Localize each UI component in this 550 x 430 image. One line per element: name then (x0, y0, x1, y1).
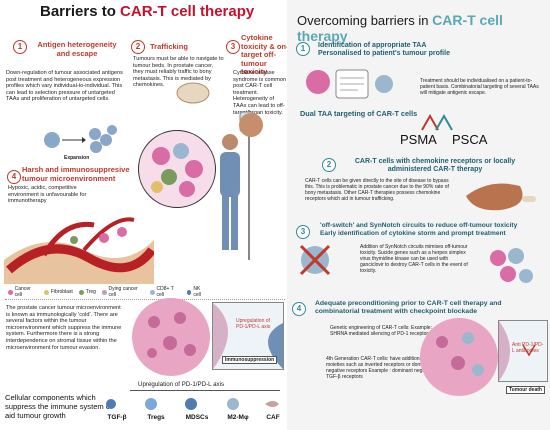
upregulation-caption: Upregulation of PD-1/PD-L axis (138, 381, 225, 388)
blocked-cell-icon (299, 244, 331, 276)
legend-item: CD8+ T cell (149, 286, 181, 298)
cell-label-caf: CAF (266, 414, 280, 421)
right-note-taa: Treatment should be individualised on a … (420, 78, 539, 96)
organ-icon (236, 110, 266, 140)
section-heading-toxicity: Cytokine toxicity & on-target off-tumour… (241, 33, 289, 76)
pd1-inset-label: Upregulation of PD-1/PD-L axis (236, 318, 271, 330)
fourth-gen-text: 4th Generation CAR-T cells: have additio… (326, 356, 434, 380)
pd1-receptor-icon (213, 303, 283, 369)
genetic-engineering-text: Genetic engineering of CAR-T cells: Exam… (330, 325, 432, 337)
right-heading-chemokine: CAR-T cells with chemokine receptors or … (354, 158, 516, 173)
right-body-chemokine: CAR-T cells can be given directly to the… (305, 178, 449, 202)
left-title: Barriers to CAR-T cell therapy (40, 3, 255, 20)
upregulation-bracket (130, 390, 280, 391)
blocked-cell-art (295, 240, 335, 286)
section-heading-antigen: Antigen heterogeneity and escape (37, 40, 117, 58)
section-body-antigen: Down-regulation of tumour associated ant… (6, 70, 123, 103)
expansion-cells-icon (44, 125, 117, 153)
section-body-microenvironment: Hypoxic, acidic, competitive environment… (8, 185, 87, 205)
taa-illustration (300, 60, 400, 110)
right-heading-taa: Identification of appropriate TAA Person… (318, 42, 450, 57)
right-number-1: 1 (296, 42, 310, 56)
right-number-3: 3 (296, 225, 310, 239)
section-number-2: 2 (131, 40, 145, 54)
cell-label-mdscs: MDSCs (185, 414, 209, 421)
car-receptor-icon (421, 113, 453, 131)
organ-art (460, 176, 540, 220)
right-number-2: 2 (322, 158, 336, 172)
section-number-4: 4 (7, 170, 21, 184)
tumour-zoom-circle (138, 130, 216, 208)
bone-metastasis-icon (176, 82, 210, 104)
cell-label-m2: M2-Mφ (227, 414, 249, 421)
blood-vessel-icon (4, 217, 156, 284)
treated-tumour-icon (436, 332, 484, 376)
antibody-icon (499, 321, 536, 381)
psma-label: PSMA (400, 132, 437, 147)
tumour-cells-icon (151, 143, 203, 197)
bone-icon (173, 78, 213, 108)
right-number-4: 4 (292, 302, 306, 316)
cold-tme-text: The prostate cancer tumour microenvironm… (6, 305, 122, 351)
taa-cells-icon (306, 69, 393, 99)
blood-vessel-illustration (4, 210, 156, 284)
legend-item: NK cell (186, 286, 208, 298)
right-heading-offswitch: 'off-switch' and SynNotch circuits to re… (320, 222, 518, 237)
section-heading-microenvironment: Harsh and immunosuppresive tumour microe… (22, 165, 130, 183)
cold-tumour-icon (147, 312, 196, 358)
cellular-components-text: Cellular components which suppress the i… (5, 393, 113, 420)
tumour-death-label: Tumour death (506, 386, 545, 394)
cold-tumour-blob (132, 298, 210, 376)
immunosuppression-label: Immunosuppression (222, 356, 278, 364)
section-number-3: 3 (226, 40, 240, 54)
car-receptor-art (420, 112, 454, 132)
expansion-illustration (40, 122, 120, 162)
dual-taa-label: Dual TAA targeting of CAR-T cells (300, 109, 418, 118)
section-number-1: 1 (13, 40, 27, 54)
legend-item: Cancer cell (8, 286, 38, 298)
treated-tumour-blob (420, 318, 498, 396)
cell-cluster-art (478, 242, 542, 294)
right-heading-preconditioning: Adequate preconditioning prior to CAR-T … (315, 300, 502, 315)
psca-label: PSCA (452, 132, 488, 147)
cell-cluster-icon (490, 248, 533, 283)
section-body-toxicity: Cytokine release syndrome is common post… (233, 70, 287, 116)
organ-tox-icon (239, 113, 263, 137)
cell-label-tgfb: TGF-β (107, 414, 127, 421)
section-body-trafficking: Tumours must be able to navigate to tumo… (133, 56, 224, 89)
cell-legend: Cancer cell Fibroblast Treg Dying cancer… (8, 286, 208, 298)
cell-type-icons (106, 398, 279, 410)
divider (5, 299, 285, 300)
legend-item: Fibroblast (43, 289, 73, 295)
antibody-inset-label: Anti PD-1/PD-L antibodies (512, 342, 544, 354)
right-title: Overcoming barriers in CAR-T cell therap… (297, 12, 503, 44)
legend-item: Dying cancer cell (101, 286, 144, 298)
cell-icons-row (103, 396, 283, 410)
cell-label-tregs: Tregs (147, 414, 165, 421)
antibody-inset (498, 320, 548, 382)
legend-item: Treg (78, 289, 96, 295)
cell-type-labels: TGF-β Tregs MDSCs M2-Mφ CAF (98, 414, 288, 421)
liver-bone-icon (466, 183, 536, 211)
expansion-label: Expansion (64, 155, 90, 161)
section-heading-trafficking: Trafficking (150, 42, 188, 51)
right-body-offswitch: Addition of SynNotch circuits mimises of… (360, 244, 468, 274)
